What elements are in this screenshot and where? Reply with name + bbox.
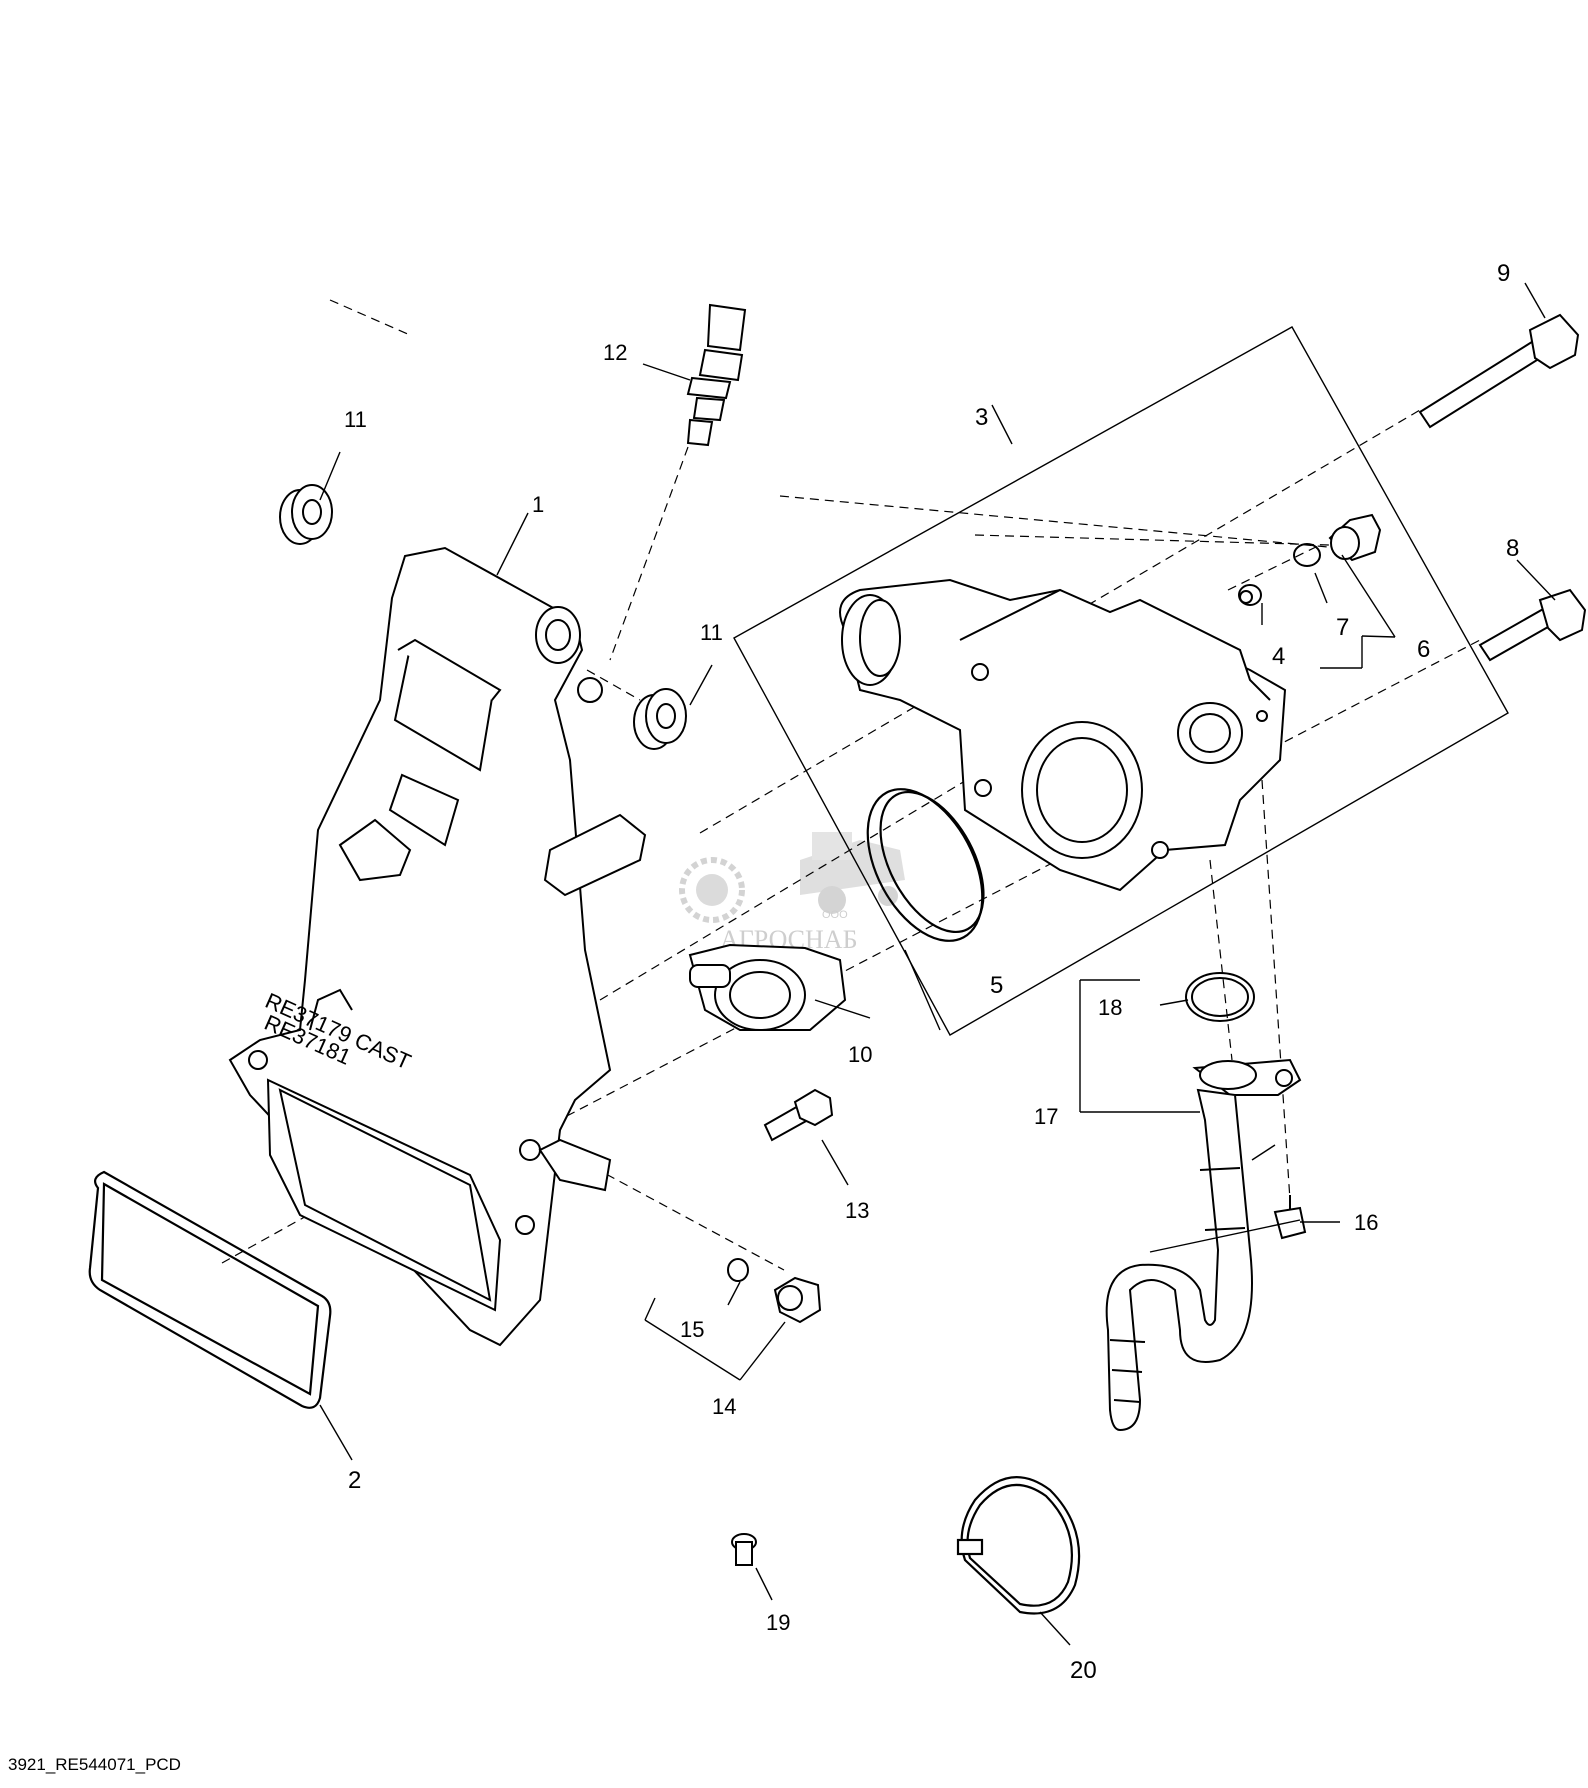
part-16-screw [1273, 1195, 1307, 1240]
part-7-washer [1293, 543, 1321, 567]
callout-6: 6 [1417, 636, 1430, 663]
part-18-o-ring [1185, 972, 1255, 1022]
callout-9: 9 [1497, 260, 1510, 287]
callout-10: 10 [848, 1042, 872, 1067]
part-3-thermostat-housing [839, 578, 1287, 892]
callout-12: 12 [603, 340, 627, 365]
callout-1: 1 [532, 492, 544, 517]
callout-11a: 11 [344, 407, 367, 432]
callout-3: 3 [975, 404, 988, 431]
callout-15: 15 [680, 1317, 704, 1342]
callout-leaders [319, 282, 1556, 1646]
watermark-small-text: ООО [822, 909, 848, 921]
callout-7: 7 [1336, 614, 1349, 641]
callout-8: 8 [1506, 535, 1519, 562]
part-13-bolt [763, 1088, 834, 1142]
part-4-plug [1238, 584, 1262, 606]
callout-labels: 1 2 3 4 5 6 7 8 9 10 11 11 12 13 14 15 1… [344, 260, 1519, 1684]
callout-2: 2 [348, 1467, 361, 1494]
part-14-plug [773, 1276, 822, 1324]
part-20-hose-clamp [956, 1476, 1081, 1615]
part-9-bolt [1418, 313, 1580, 429]
part-6-plug [1328, 513, 1382, 562]
callout-5: 5 [990, 972, 1003, 999]
part-19-rivet [731, 1533, 757, 1566]
part-12-temperature-sensor [686, 303, 747, 447]
callout-18: 18 [1098, 995, 1122, 1020]
part-11-bushing-upper [279, 484, 333, 545]
callout-13: 13 [845, 1198, 869, 1223]
callout-17: 17 [1034, 1104, 1058, 1129]
part-10-thermostat [688, 943, 847, 1031]
callout-4: 4 [1272, 643, 1285, 670]
callout-20: 20 [1070, 1657, 1097, 1684]
part-17-coolant-pipe [1105, 1058, 1302, 1432]
callout-19: 19 [766, 1610, 790, 1635]
part-8-bolt [1478, 588, 1587, 662]
part-11-bushing-lower [633, 688, 687, 750]
part-5-o-ring [866, 788, 985, 942]
figure-caption: 3921_RE544071_PCD [8, 1755, 181, 1774]
assembly-center-lines [221, 299, 1481, 1271]
watermark-logo: ООО АГРОСНАБ [679, 832, 905, 954]
callout-16: 16 [1354, 1210, 1378, 1235]
assembly-3-bracket [733, 326, 1509, 1036]
part-15-washer [727, 1258, 749, 1282]
callout-14: 14 [712, 1394, 736, 1419]
part-2-gasket [88, 1170, 332, 1409]
callout-11b: 11 [700, 620, 723, 645]
part-1-housing [228, 546, 647, 1347]
